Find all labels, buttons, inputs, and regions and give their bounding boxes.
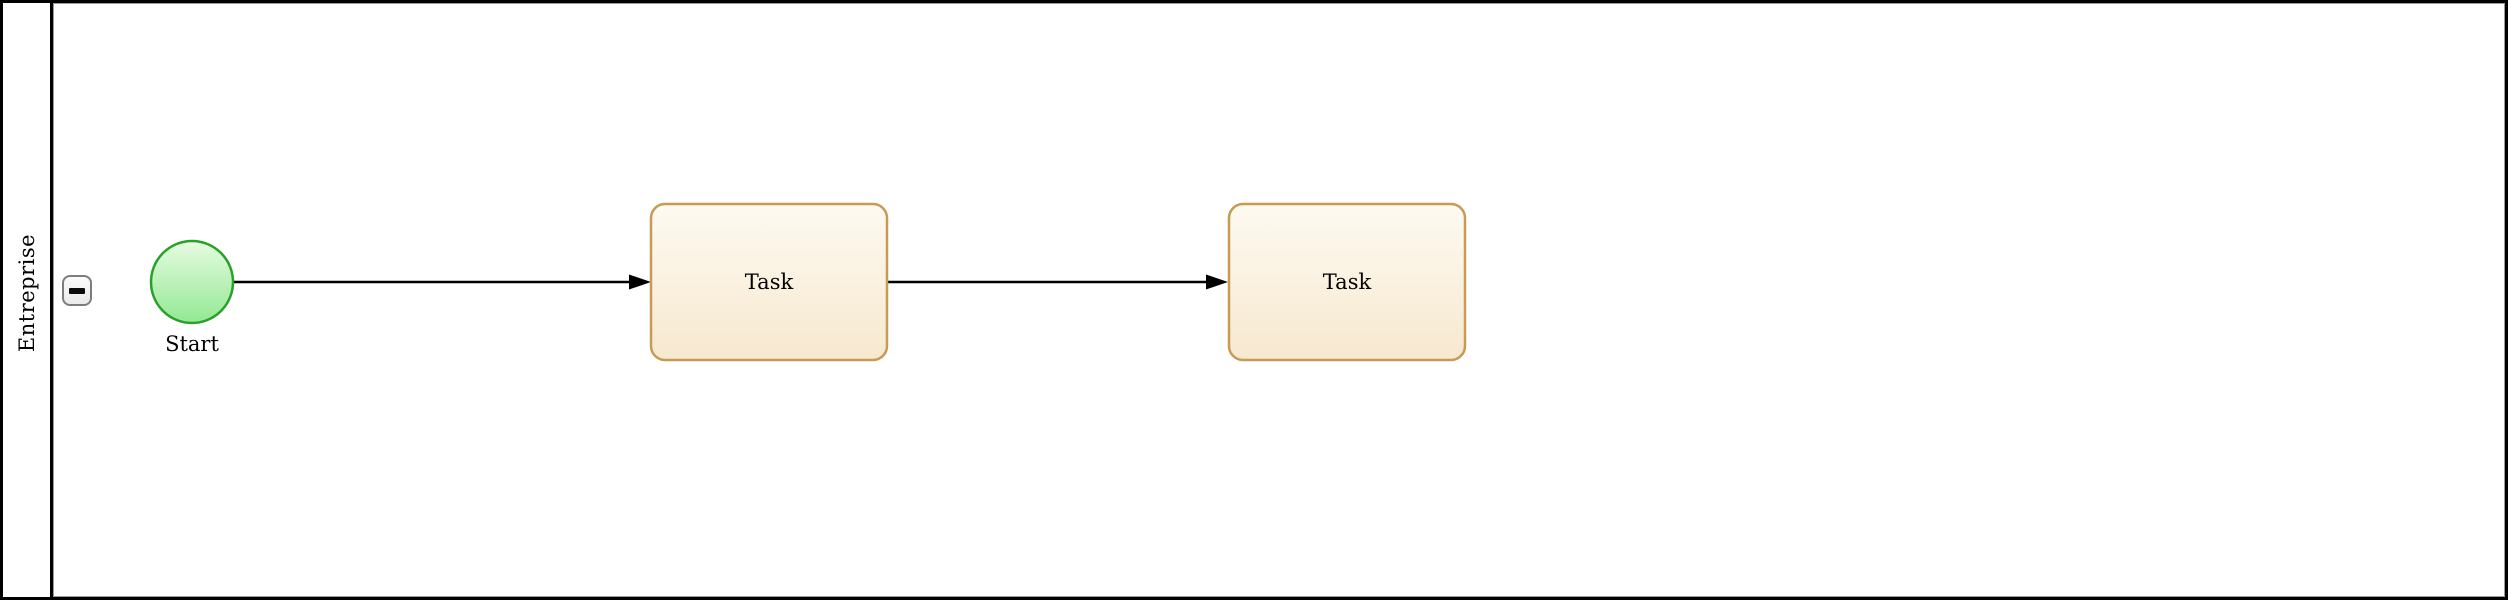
collapse-button[interactable] bbox=[62, 275, 92, 306]
minus-icon bbox=[69, 287, 85, 294]
sequence-flow-2-arrowhead bbox=[1206, 274, 1228, 290]
sequence-flow-1-arrowhead bbox=[629, 274, 651, 290]
start-event[interactable] bbox=[149, 239, 235, 325]
pool-label-band[interactable] bbox=[3, 3, 53, 597]
task-2[interactable] bbox=[1227, 202, 1467, 362]
task-1[interactable] bbox=[649, 202, 889, 362]
pool-lane bbox=[53, 3, 2505, 597]
